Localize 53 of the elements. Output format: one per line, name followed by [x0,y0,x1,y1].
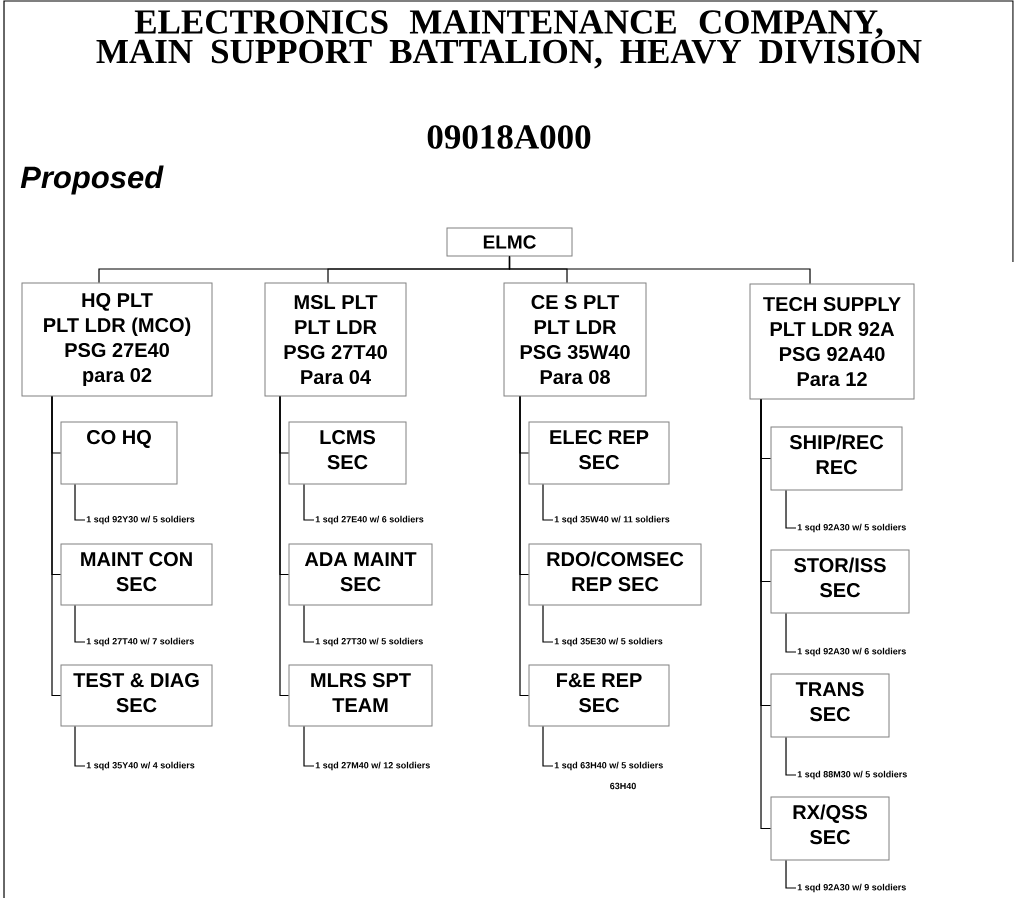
connector-line [519,395,530,697]
section-box: MAINT CON SEC [60,543,213,606]
leader-line [74,725,86,767]
platoon-box: TECH SUPPLY PLT LDR 92A PSG 92A40 Para 12 [749,283,915,400]
leader-line [303,725,315,767]
status-text: Proposed [20,165,164,195]
leader-line [303,483,315,521]
platoon-box: HQ PLT PLT LDR (MCO) PSG 27E40 para 02 [21,282,213,397]
leader-line [542,725,554,767]
section-box: F&E REP SEC [528,664,670,727]
squad-note: 1 sqd 63H40 w/ 5 soldiers [554,761,663,771]
squad-note: 1 sqd 35E30 w/ 5 soldiers [554,637,663,647]
note-text: 63H40 [610,782,636,790]
title: ELECTRONICS MAINTENANCE COMPANY, MAIN SUPPORT BATTALION, HEAVY DIVISION [96,10,922,69]
leader-line [785,489,797,529]
leader-line [542,604,554,643]
section-box: STOR/ISS SEC [770,549,910,614]
section-box: TEST & DIAG SEC [60,664,213,727]
squad-note: 1 sqd 27T30 w/ 5 soldiers [315,637,423,647]
leader-line [785,612,797,653]
section-box: RX/QSS SEC [770,796,890,861]
section-box: ADA MAINT SEC [288,543,433,606]
document-code: 09018A000 [427,125,591,149]
squad-note: 1 sqd 92A30 w/ 5 soldiers [797,523,906,533]
squad-note: 1 sqd 35W40 w/ 11 soldiers [554,515,670,525]
section-box: TRANS SEC [770,673,890,738]
squad-note: 1 sqd 27T40 w/ 7 soldiers [86,637,194,647]
leader-line [303,604,315,643]
leader-line [74,483,86,521]
connector-line [51,395,62,697]
section-box: SHIP/REC REC [770,426,903,491]
leader-line [542,483,554,521]
section-box: ELEC REP SEC [528,421,670,485]
squad-note: 1 sqd 92A30 w/ 6 soldiers [797,647,906,657]
connector-line [508,255,811,285]
section-box: CO HQ [60,421,178,485]
leader-line [74,604,86,643]
squad-note: 1 sqd 88M30 w/ 5 soldiers [797,770,907,780]
squad-note: 1 sqd 35Y40 w/ 4 soldiers [86,761,195,771]
section-box: LCMS SEC [288,421,407,485]
company-box: ELMC [446,227,573,257]
squad-note: 1 sqd 27E40 w/ 6 soldiers [315,515,424,525]
squad-note: 1 sqd 92Y30 w/ 5 soldiers [86,515,195,525]
squad-note: 1 sqd 27M40 w/ 12 soldiers [315,761,430,771]
squad-note: 1 sqd 92A30 w/ 9 soldiers [797,883,906,893]
leader-line [785,736,797,776]
section-box: MLRS SPT TEAM [288,664,433,727]
leader-line [785,859,797,889]
connector-line [279,395,290,697]
connector-line [760,398,772,830]
platoon-box: MSL PLT PLT LDR PSG 27T40 Para 04 [264,282,407,397]
section-box: RDO/COMSEC REP SEC [528,543,702,606]
platoon-box: CE S PLT PLT LDR PSG 35W40 Para 08 [503,282,647,397]
